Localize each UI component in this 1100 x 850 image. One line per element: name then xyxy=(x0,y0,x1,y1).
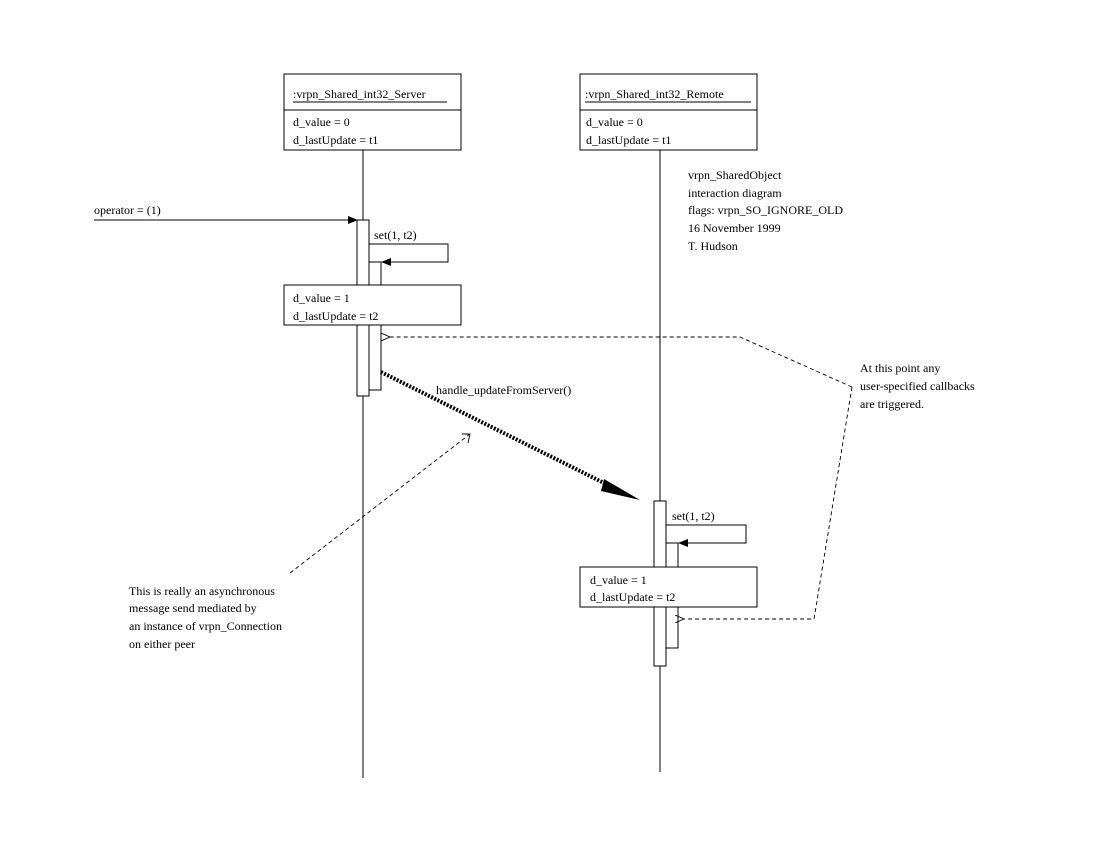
server-attr-value: d_value = 0 xyxy=(293,115,350,129)
async-message-line xyxy=(380,370,611,488)
server-updated-lastupdate: d_lastUpdate = t2 xyxy=(293,309,378,323)
async-note-line-1: This is really an asynchronous xyxy=(129,584,275,598)
callback-pointer-server xyxy=(390,337,853,388)
server-object-name: :vrpn_Shared_int32_Server xyxy=(293,87,426,101)
callback-pointer-remote xyxy=(684,386,853,619)
info-line-1: vrpn_SharedObject xyxy=(688,168,782,182)
async-message-arrowhead xyxy=(601,479,640,500)
server-nested-activation-bar xyxy=(368,261,382,391)
async-note: This is really an asynchronous message s… xyxy=(129,584,282,651)
callback-note-line-3: are triggered. xyxy=(860,397,924,411)
async-note-line-2: message send mediated by xyxy=(129,601,257,615)
info-line-2: interaction diagram xyxy=(688,186,782,200)
remote-attr-value: d_value = 0 xyxy=(586,115,643,129)
diagram-info-note: vrpn_SharedObject interaction diagram fl… xyxy=(688,168,843,253)
callback-note-line-1: At this point any xyxy=(860,361,940,375)
operator-message-label: operator = (1) xyxy=(94,203,161,217)
info-line-3: flags: vrpn_SO_IGNORE_OLD xyxy=(688,203,843,217)
remote-updated-value: d_value = 1 xyxy=(590,573,647,587)
remote-self-call-arrow xyxy=(666,524,747,547)
async-message-label: handle_updateFromServer() xyxy=(436,383,571,397)
remote-object-name: :vrpn_Shared_int32_Remote xyxy=(585,87,724,101)
callback-note: At this point any user-specified callbac… xyxy=(860,361,975,411)
info-line-4: 16 November 1999 xyxy=(688,221,781,235)
server-self-call-arrow xyxy=(369,243,449,266)
server-updated-value: d_value = 1 xyxy=(293,291,350,305)
callback-note-line-2: user-specified callbacks xyxy=(860,379,975,393)
async-note-pointer xyxy=(289,433,471,574)
async-note-pointer-head xyxy=(462,433,471,444)
server-self-call-label: set(1, t2) xyxy=(374,228,417,242)
server-object-box: :vrpn_Shared_int32_Server d_value = 0 d_… xyxy=(283,73,462,151)
remote-object-box: :vrpn_Shared_int32_Remote d_value = 0 d_… xyxy=(579,73,758,151)
remote-state-box: d_value = 1 d_lastUpdate = t2 xyxy=(579,566,758,608)
remote-self-call-label: set(1, t2) xyxy=(672,509,715,523)
info-line-5: T. Hudson xyxy=(688,239,738,253)
remote-attr-lastupdate: d_lastUpdate = t1 xyxy=(586,133,671,147)
async-note-line-4: on either peer xyxy=(129,637,195,651)
remote-updated-lastupdate: d_lastUpdate = t2 xyxy=(590,590,675,604)
server-attr-lastupdate: d_lastUpdate = t1 xyxy=(293,133,378,147)
async-note-line-3: an instance of vrpn_Connection xyxy=(129,619,282,633)
server-state-box: d_value = 1 d_lastUpdate = t2 xyxy=(283,284,462,326)
